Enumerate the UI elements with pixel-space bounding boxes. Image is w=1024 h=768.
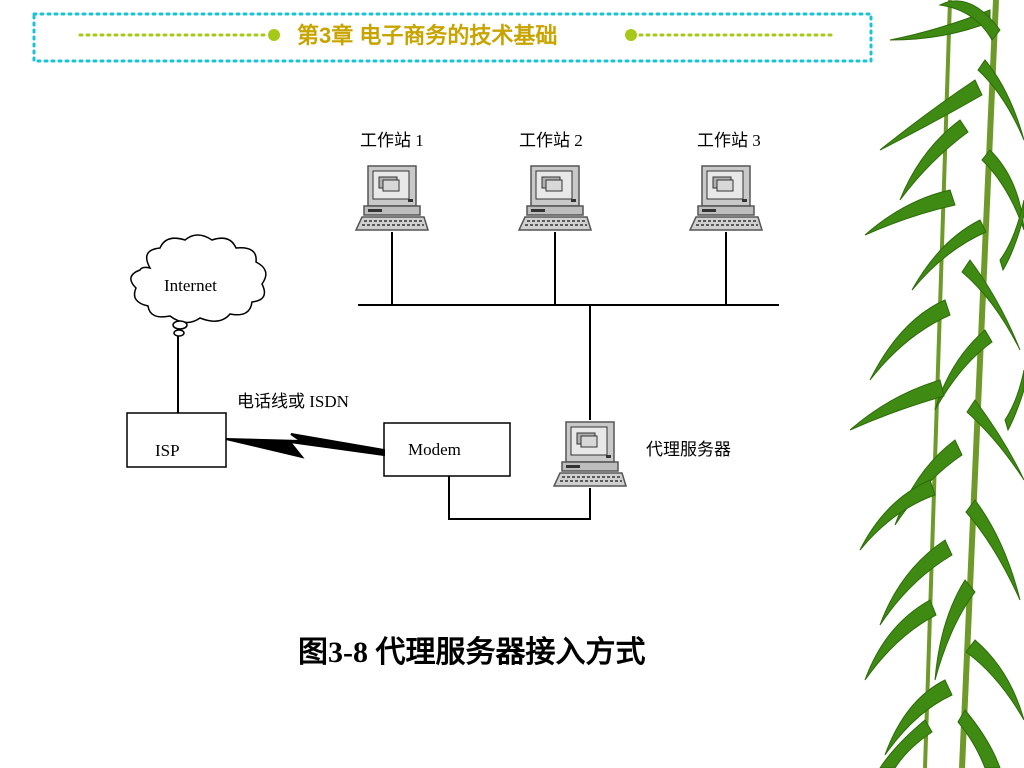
internet-label: Internet	[164, 276, 217, 295]
link-label: 电话线或 ISDN	[237, 392, 349, 411]
chapter-title: 第3章 电子商务的技术基础	[297, 23, 557, 48]
modem-box	[383, 422, 511, 477]
figure-caption: 图3-8 代理服务器接入方式	[298, 635, 646, 669]
workstation-1-computer-icon	[355, 165, 429, 231]
header-bullet-right	[625, 29, 637, 41]
workstation-3-computer-icon	[689, 165, 763, 231]
proxy-server-label: 代理服务器	[646, 440, 731, 459]
isp-label: ISP	[155, 441, 180, 460]
workstation-3-label: 工作站 3	[697, 131, 761, 150]
workstation-1-label: 工作站 1	[360, 131, 424, 150]
bamboo-decoration	[849, 0, 1024, 768]
internet-cloud-icon	[130, 234, 267, 337]
workstation-2-label: 工作站 2	[519, 131, 583, 150]
proxy-server-computer-icon	[553, 421, 627, 487]
header-bullet-left	[268, 29, 280, 41]
network-diagram: 工作站 1 工作站 2 工作站 3 代理服务器 Modem 电话线或 ISDN …	[126, 131, 779, 520]
modem-label: Modem	[408, 440, 461, 459]
proxy-to-modem-line	[448, 475, 591, 520]
bamboo-stalk	[923, 0, 952, 768]
header-bar: 第3章 电子商务的技术基础	[32, 12, 873, 63]
isp-box	[126, 412, 227, 468]
workstation-2-computer-icon	[518, 165, 592, 231]
lightning-link-icon	[225, 433, 385, 459]
header-border	[32, 12, 873, 63]
